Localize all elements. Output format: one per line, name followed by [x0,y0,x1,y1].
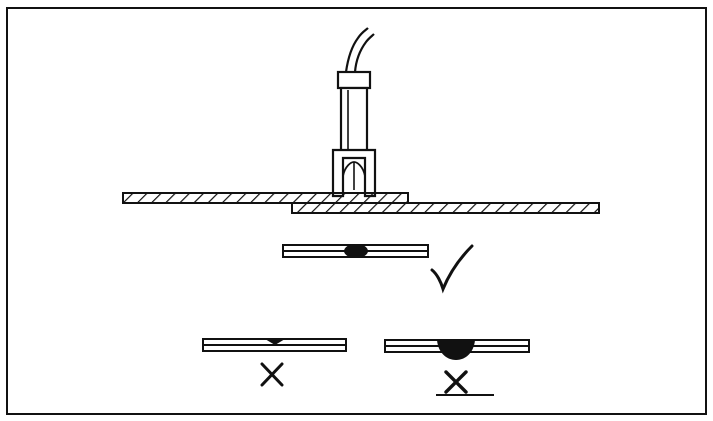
welding-electrode-holder [331,70,377,198]
check-mark-icon [430,244,474,294]
incorrect-weld-section-shallow [202,338,347,352]
upper-sheet [122,192,409,204]
cross-mark-icon [436,370,494,396]
incorrect-weld-section-excessive [384,339,530,360]
welding-cable [344,27,369,73]
diagram-frame [6,7,707,415]
correct-weld-section [282,244,429,258]
lower-sheet [291,202,600,214]
cross-mark-icon [260,362,284,387]
